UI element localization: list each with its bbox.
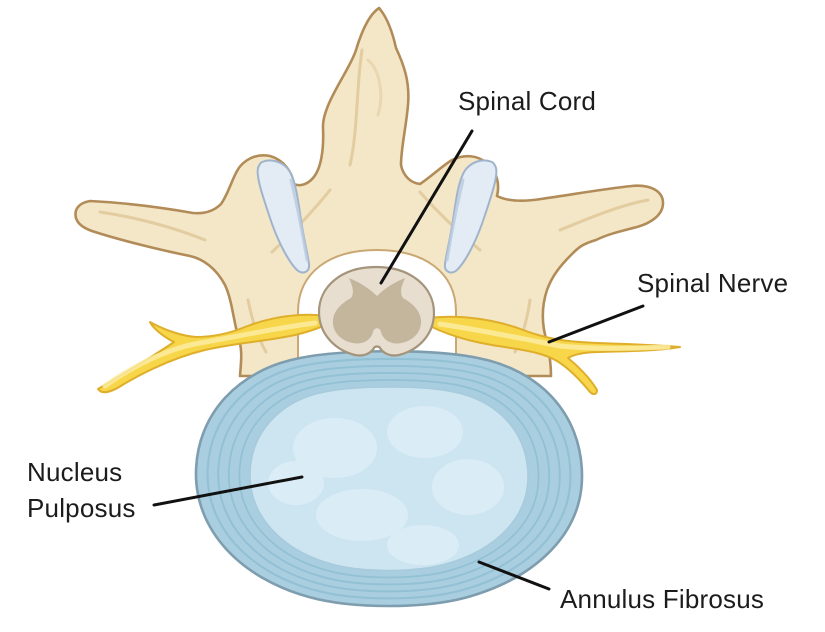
shading-lamina-right — [418, 190, 482, 252]
label-nucleus-pulposus-line2: Pulposus — [27, 493, 136, 523]
nucleus-blob — [293, 418, 377, 478]
facet-cartilage-right — [443, 159, 498, 274]
spinal-cord — [317, 265, 436, 357]
leader-spinal-cord — [379, 129, 474, 285]
intervertebral-disc — [194, 349, 584, 608]
labels: Spinal Cord Spinal Nerve Nucleus Pulposu… — [27, 86, 788, 614]
leader-annulus-fibrosus — [477, 560, 551, 591]
shading-transverse-left — [98, 210, 207, 242]
foramen-arch-edge — [297, 248, 457, 366]
nucleus-texture-blobs — [268, 406, 504, 565]
facet-cartilage-left — [256, 159, 311, 274]
label-annulus-fibrosus: Annulus Fibrosus — [560, 584, 764, 614]
nucleus-blob — [268, 461, 324, 505]
facet-shade-left — [289, 178, 309, 262]
label-nucleus-pulposus-line1: Nucleus — [27, 457, 122, 487]
nucleus-blob — [387, 525, 459, 565]
spinal-nerves — [97, 313, 681, 396]
leader-nucleus-pulposus — [152, 475, 304, 507]
facet-shade-right — [445, 178, 465, 262]
shading-transverse-right — [558, 198, 650, 232]
cord-gray-matter — [332, 278, 422, 344]
leader-spinal-nerve — [547, 304, 645, 344]
facet-cartilage — [256, 159, 498, 274]
label-spinal-cord: Spinal Cord — [458, 86, 596, 116]
vertebra-bone-silhouette — [74, 6, 665, 378]
shading-spinous-oval — [366, 58, 383, 117]
leader-lines — [152, 129, 645, 591]
label-spinal-nerve: Spinal Nerve — [637, 268, 788, 298]
nucleus-blob — [387, 406, 463, 458]
nucleus-blob — [316, 489, 408, 541]
nerve-highlight-left — [102, 320, 318, 389]
spinal-nerve-right — [427, 315, 681, 396]
nerve-highlight-right — [437, 321, 671, 351]
shading-spinous — [348, 48, 364, 167]
nucleus-blob — [432, 459, 504, 515]
